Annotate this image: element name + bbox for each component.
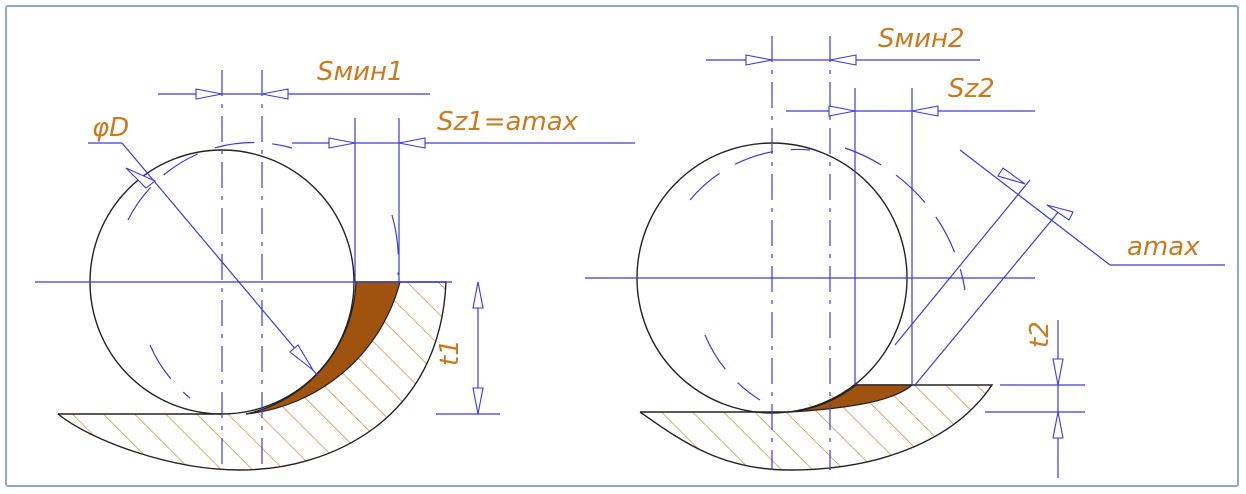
label-a-max: amax bbox=[1127, 232, 1200, 262]
label-s-z2: Sz2 bbox=[948, 74, 995, 104]
label-s-min-2: Sмин2 bbox=[878, 24, 965, 54]
label-t2: t2 bbox=[1025, 321, 1055, 348]
left-prev-pass-arc bbox=[127, 141, 400, 399]
label-s-z1: Sz1=amax bbox=[437, 107, 579, 137]
left-workpiece-outline bbox=[57, 281, 447, 471]
right-workpiece-outline bbox=[639, 384, 994, 471]
left-figure: φD Sмин1 Sz1=amax t1 bbox=[35, 57, 635, 471]
right-figure: Sмин2 Sz2 amax t2 bbox=[585, 24, 1225, 478]
right-prev-pass-arc bbox=[689, 147, 966, 401]
label-s-min-1: Sмин1 bbox=[317, 57, 404, 87]
right-workpiece-hatched bbox=[640, 385, 992, 470]
label-diameter: φD bbox=[92, 113, 129, 143]
label-t1: t1 bbox=[435, 339, 465, 366]
figure-frame bbox=[5, 5, 1239, 487]
